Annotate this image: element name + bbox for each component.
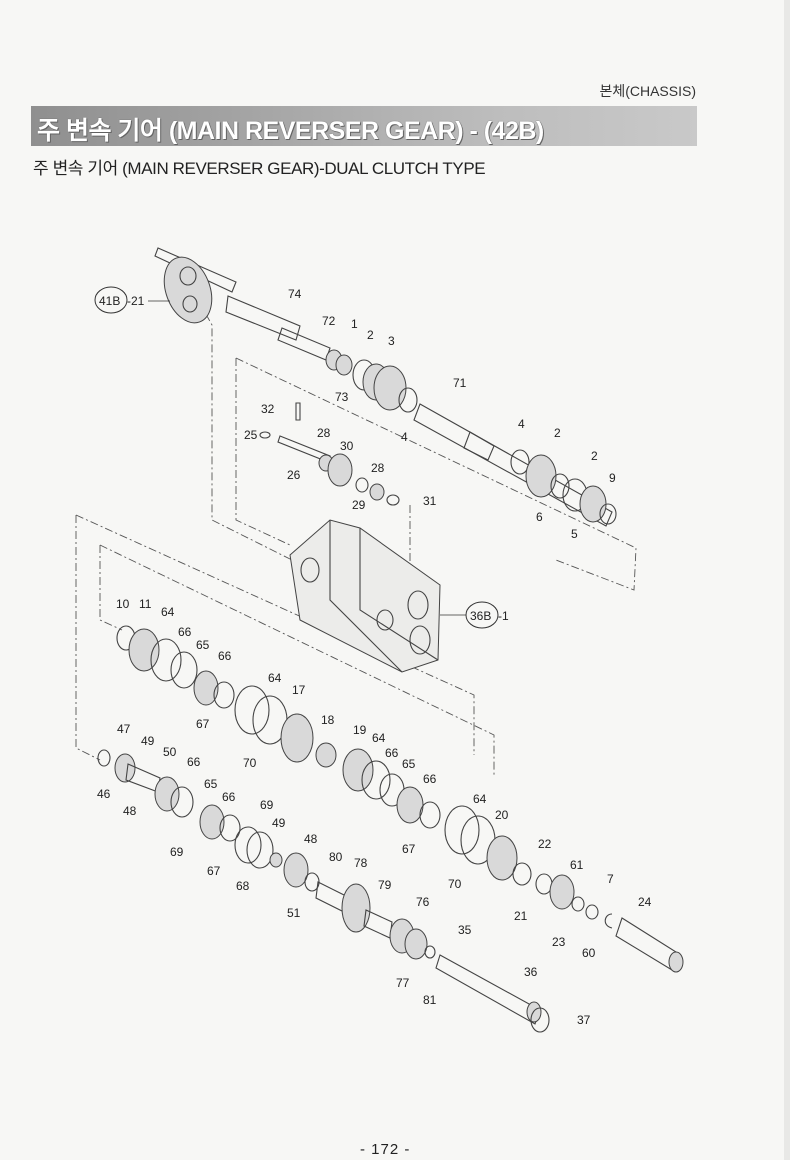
part-label: 65	[402, 757, 416, 771]
part-label: 66	[187, 755, 201, 769]
part-label: 22	[538, 837, 552, 851]
part-label: 76	[416, 895, 430, 909]
ref-36b-text: 36B	[470, 609, 491, 623]
part-label: 26	[287, 468, 301, 482]
part-label: 24	[638, 895, 652, 909]
part-label: 25	[244, 428, 258, 442]
part-label: 64	[161, 605, 175, 619]
mid-clutch-assembly	[116, 625, 684, 973]
ref-41b-text: 41B	[99, 294, 120, 308]
ref-36b-suffix: -1	[498, 609, 509, 623]
part-label: 10	[116, 597, 130, 611]
part-label: 64	[473, 792, 487, 806]
part-label: 66	[385, 746, 399, 760]
part-label: 80	[329, 850, 343, 864]
part-label: 28	[317, 426, 331, 440]
part-label: 66	[178, 625, 192, 639]
part-label: 9	[609, 471, 616, 485]
part-label: 48	[123, 804, 137, 818]
part-label: 5	[571, 527, 578, 541]
part-label: 11	[139, 597, 152, 611]
part-label: 47	[117, 722, 131, 736]
page-subtitle: 주 변속 기어 (MAIN REVERSER GEAR)-DUAL CLUTCH…	[33, 159, 486, 178]
assembly-line-left	[75, 515, 101, 761]
part-label: 67	[196, 717, 210, 731]
part-label: 49	[141, 734, 155, 748]
part-label: 19	[353, 723, 367, 737]
callout-41b: 41B -21	[94, 286, 170, 314]
part-label: 32	[261, 402, 275, 416]
part-label: 72	[322, 314, 336, 328]
part-label: 2	[591, 449, 598, 463]
part-label: 6	[536, 510, 543, 524]
part-label: 46	[97, 787, 111, 801]
part-label: 61	[570, 858, 584, 872]
part-label: 30	[340, 439, 354, 453]
lower-clutch-assembly	[97, 749, 550, 1033]
callout-36b: 36B -1	[440, 601, 509, 629]
page-title: 주 변속 기어 (MAIN REVERSER GEAR) - (42B)	[37, 117, 544, 145]
part-label: 66	[423, 772, 437, 786]
part-label: 21	[514, 909, 528, 923]
part-label: 2	[367, 328, 374, 342]
assembly-line-inner	[75, 514, 475, 755]
assembly-line-inner2	[99, 545, 123, 631]
part-label: 35	[458, 923, 472, 937]
part-label: 49	[272, 816, 286, 830]
part-label: 36	[524, 965, 538, 979]
part-label: 31	[423, 494, 437, 508]
section-label: 본체(CHASSIS)	[599, 83, 696, 99]
part-label: 48	[304, 832, 318, 846]
transmission-case	[289, 519, 441, 673]
part-label: 66	[218, 649, 232, 663]
page-number: - 172 -	[360, 1141, 411, 1158]
part-label: 74	[288, 287, 302, 301]
part-label: 29	[352, 498, 366, 512]
part-label: 71	[453, 376, 467, 390]
part-label: 78	[354, 856, 368, 870]
part-label: 77	[396, 976, 410, 990]
part-label: 18	[321, 713, 335, 727]
part-label: 66	[222, 790, 236, 804]
part-label: 2	[554, 426, 561, 440]
assembly-line-inner3	[99, 544, 495, 775]
part-label: 67	[402, 842, 416, 856]
part-label: 1	[351, 317, 358, 331]
part-label: 70	[243, 756, 257, 770]
ref-41b-suffix: -21	[127, 294, 145, 308]
part-label: 28	[371, 461, 385, 475]
assembly-line-mid	[235, 358, 291, 546]
part-number-labels: 74 72 1 2 3 73 71 4 4 2 2 9 6 5 32 25 26…	[97, 287, 652, 1027]
part-label: 64	[372, 731, 386, 745]
part-label: 4	[401, 430, 408, 444]
title-bar: 주 변속 기어 (MAIN REVERSER GEAR) - (42B)	[31, 106, 697, 146]
part-label: 50	[163, 745, 177, 759]
part-label: 60	[582, 946, 596, 960]
part-label: 70	[448, 877, 462, 891]
part-label: 68	[236, 879, 250, 893]
part-label: 81	[423, 993, 437, 1007]
part-label: 17	[292, 683, 306, 697]
part-label: 4	[518, 417, 525, 431]
part-label: 3	[388, 334, 395, 348]
page-edge	[784, 0, 790, 1160]
part-label: 64	[268, 671, 282, 685]
part-label: 73	[335, 390, 349, 404]
part-label: 69	[170, 845, 184, 859]
part-label: 69	[260, 798, 274, 812]
part-label: 20	[495, 808, 509, 822]
part-label: 51	[287, 906, 301, 920]
part-label: 65	[196, 638, 210, 652]
shift-pin-group	[259, 402, 400, 506]
part-label: 37	[577, 1013, 591, 1027]
part-label: 7	[607, 872, 614, 886]
input-shaft-assembly	[154, 247, 617, 527]
part-label: 79	[378, 878, 392, 892]
part-label: 65	[204, 777, 218, 791]
part-label: 23	[552, 935, 566, 949]
part-label: 67	[207, 864, 221, 878]
assembly-line-shaft	[197, 299, 293, 561]
